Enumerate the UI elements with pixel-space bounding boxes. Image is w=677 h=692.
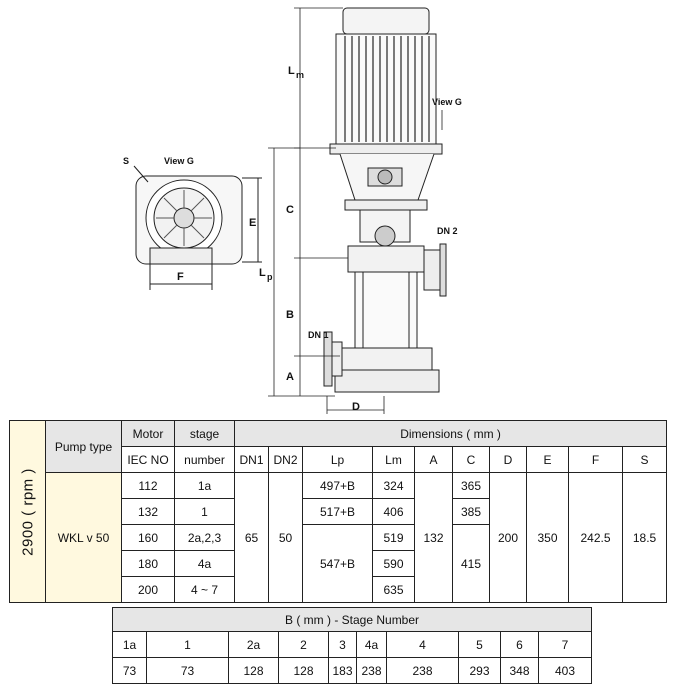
b-value-cell: 183 [328,657,357,684]
a-cell: 132 [414,472,453,603]
pump-top-view [133,165,262,290]
lm-cell: 519 [372,524,415,551]
c-cell: 415 [452,524,490,603]
f-dim-label: F [177,271,184,283]
dn1-label: DN 1 [308,330,329,340]
lp-subscript: p [267,272,273,282]
e-cell: 350 [526,472,569,603]
b-value-cell: 128 [228,657,279,684]
lp-label: L [259,267,266,279]
col-header-lp: Lp [302,446,373,473]
lm-cell: 324 [372,472,415,499]
lm-cell: 635 [372,576,415,603]
col-header-c: C [452,446,490,473]
lp-cell: 497+B [302,472,373,499]
stage-number-cell: 7 [537,631,593,658]
motor-header: Motor [121,420,175,447]
col-header-s: S [621,446,668,473]
view-g-side-label: View G [432,97,462,107]
b-value-cell: 348 [500,657,539,684]
b-value-cell: 73 [146,657,229,684]
stage-number-cell: 5 [458,631,501,658]
iec-cell: 132 [121,498,175,525]
col-header-f: F [568,446,623,473]
iec-cell: 200 [121,576,175,603]
lm-subscript: m [296,70,304,80]
col-header-d: D [489,446,527,473]
pump-type-cell: WKL v 50 [45,472,122,603]
stage-number-cell: 1 [146,631,229,658]
rpm-cell: 2900 ( rpm ) [9,420,46,603]
lp-cell: 547+B [302,524,373,603]
b-stage-table: B ( mm ) - Stage Number 1a 1 2a 2 3 4a 4… [111,607,593,684]
pump-type-header: Pump type [45,420,122,473]
b-dim-label: B [286,309,294,321]
coupling-lantern [339,153,435,247]
lm-label: L [288,65,295,77]
col-header-dn2: DN2 [268,446,303,473]
stage-number-cell: 2 [278,631,329,658]
b-value-cell: 238 [356,657,387,684]
b-value-cell: 238 [386,657,459,684]
col-header-a: A [414,446,453,473]
stage-number-cell: 4 [386,631,459,658]
stage-number-cell: 1a [112,631,147,658]
col-header-lm: Lm [372,446,415,473]
iec-cell: 180 [121,550,175,577]
dn1-cell: 65 [234,472,269,603]
dimension-lines [268,7,443,414]
stage-number-cell: 4a [356,631,387,658]
c-dim-label: C [286,204,294,216]
b-value-cell: 128 [278,657,329,684]
stage-cell: 2a,2,3 [174,524,235,551]
b-value-cell: 403 [537,657,593,684]
iec-cell: 160 [121,524,175,551]
s-cell: 18.5 [621,472,668,603]
stage-number-cell: 3 [328,631,357,658]
pump-body [323,243,447,393]
stage-number-cell: 2a [228,631,279,658]
d-dim-label: D [352,401,360,413]
e-dim-label: E [249,217,256,229]
c-cell: 365 [452,472,490,499]
lp-cell: 517+B [302,498,373,525]
b-value-cell: 73 [112,657,147,684]
stage-cell: 1 [174,498,235,525]
b-value-cell: 293 [458,657,501,684]
a-dim-label: A [286,371,294,383]
lm-cell: 406 [372,498,415,525]
lm-cell: 590 [372,550,415,577]
number-header: number [174,446,235,473]
stage-number-cell: 6 [500,631,539,658]
pump-drawing: L m L p C B A D View G DN 2 DN 1 S View … [123,7,462,414]
dn2-cell: 50 [268,472,303,603]
stage-cell: 1a [174,472,235,499]
motor-side-view [329,7,443,155]
iec-cell: 112 [121,472,175,499]
stage-header: stage [174,420,235,447]
dimensions-header: Dimensions ( mm ) [233,420,668,447]
view-g-top-label: View G [164,156,194,166]
b-table-title: B ( mm ) - Stage Number [111,607,593,632]
dn2-label: DN 2 [437,226,458,236]
s-label: S [123,156,129,166]
dimensions-table: 2900 ( rpm ) Pump type Motor stage Dimen… [9,420,668,603]
f-cell: 242.5 [568,472,623,603]
rpm-label: 2900 ( rpm ) [19,467,36,556]
stage-cell: 4 ~ 7 [174,576,235,603]
c-cell: 385 [452,498,490,525]
iec-no-header: IEC NO [121,446,175,473]
col-header-dn1: DN1 [234,446,269,473]
col-header-e: E [526,446,569,473]
stage-cell: 4a [174,550,235,577]
d-cell: 200 [489,472,527,603]
